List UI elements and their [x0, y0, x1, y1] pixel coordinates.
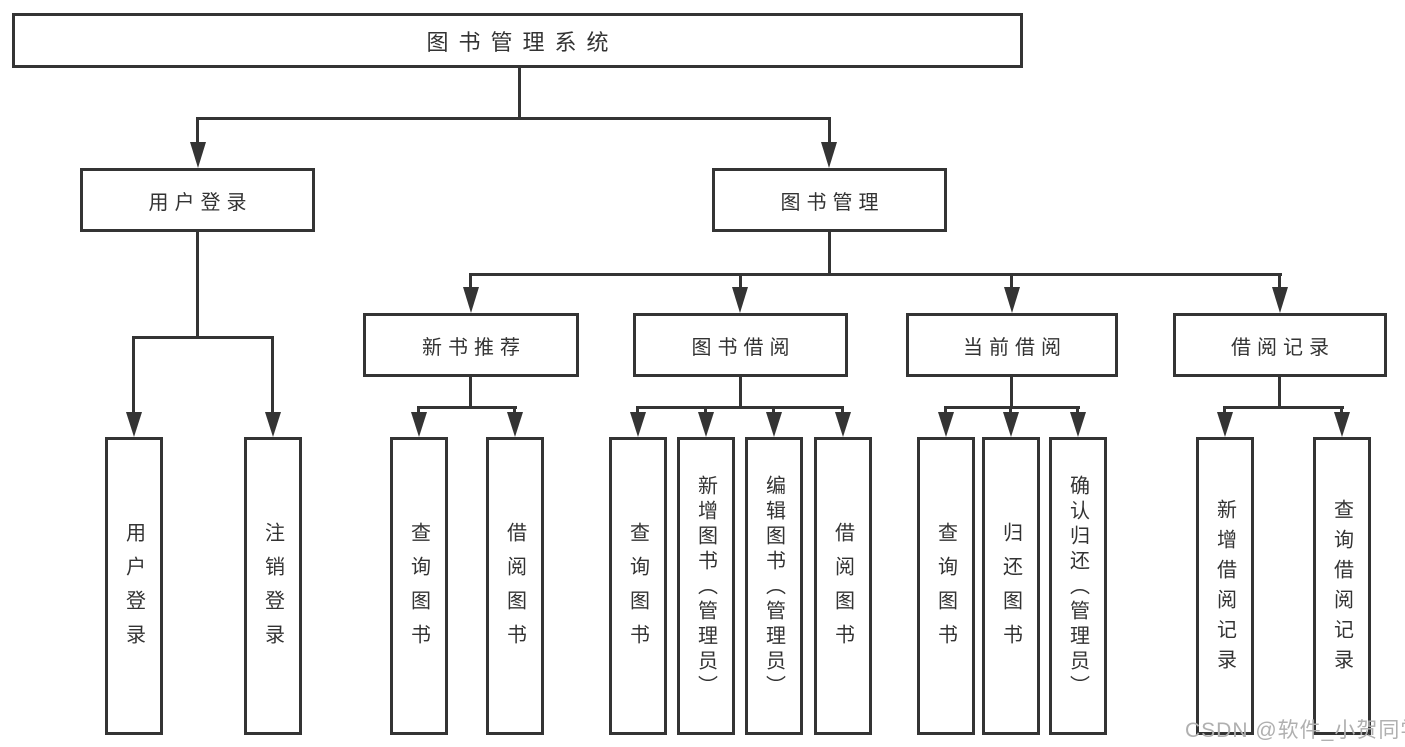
connector-user-login-stem: [196, 117, 199, 144]
connector-root-vline: [518, 68, 521, 117]
node-new-book-recommend: 新书推荐: [363, 313, 579, 377]
node-book-management: 图书管理: [712, 168, 947, 232]
arrowhead-leaf-c2-icon: [698, 412, 714, 437]
leaf-query-borrow-record-label: 查询借阅记录: [1330, 498, 1353, 679]
leaf-confirm-return-admin-label: 确认归还（管理员）: [1066, 474, 1089, 700]
connector-book-management-vline: [828, 232, 831, 273]
connector-leaf-user-login-stem: [132, 336, 135, 412]
node-current-borrowing-label: 当前借阅: [963, 336, 1067, 359]
connector-borrow-record-stem: [1278, 273, 1281, 289]
connector-book-management-stem: [828, 117, 831, 144]
arrowhead-book-borrow-icon: [732, 287, 748, 313]
leaf-logout-login-label: 注销登录: [261, 521, 284, 658]
node-root-label: 图书管理系统: [426, 29, 619, 55]
arrowhead-borrow-record-icon: [1272, 287, 1288, 313]
node-book-management-label: 图书管理: [780, 191, 885, 214]
csdn-watermark: CSDN @软件_小贺同学: [1185, 719, 1405, 742]
arrowhead-leaf-c4-icon: [835, 412, 851, 437]
arrowhead-leaf-d2-icon: [1003, 412, 1019, 437]
connector-leaf-c2-stem: [704, 406, 707, 414]
arrowhead-leaf-logout-icon: [265, 412, 281, 437]
connector-level2-hline: [196, 117, 831, 120]
connector-leaf-e2-stem: [1340, 406, 1343, 414]
connector-current-borrow-stem: [1010, 273, 1013, 289]
arrowhead-leaf-user-login-icon: [126, 412, 142, 437]
connector-leaf-d1-stem: [944, 406, 947, 414]
arrowhead-leaf-d1-icon: [938, 412, 954, 437]
leaf-logout-login: 注销登录: [244, 437, 302, 735]
arrowhead-leaf-e2-icon: [1334, 412, 1350, 437]
arrowhead-leaf-c3-icon: [766, 412, 782, 437]
connector-current-borrow-vline: [1010, 377, 1013, 406]
node-user-login: 用户登录: [80, 168, 315, 232]
leaf-borrow-books-recommend: 借阅图书: [486, 437, 544, 735]
leaf-add-borrow-record: 新增借阅记录: [1196, 437, 1254, 735]
connector-level3-hline: [469, 273, 1282, 276]
connector-new-book-split-hline: [417, 406, 517, 409]
node-new-book-recommend-label: 新书推荐: [422, 336, 526, 359]
leaf-return-books-label: 归还图书: [999, 521, 1022, 658]
leaf-query-books-current: 查询图书: [917, 437, 975, 735]
leaf-add-books-admin-label: 新增图书（管理员）: [694, 474, 717, 700]
connector-leaf-c4-stem: [841, 406, 844, 414]
node-current-borrowing: 当前借阅: [906, 313, 1118, 377]
node-book-borrowing: 图书借阅: [633, 313, 848, 377]
connector-leaf-c3-stem: [772, 406, 775, 414]
connector-leaf-b2-stem: [513, 406, 516, 414]
node-book-borrowing-label: 图书借阅: [691, 336, 796, 359]
arrowhead-user-login-icon: [190, 142, 206, 168]
leaf-user-login: 用户登录: [105, 437, 163, 735]
connector-borrow-record-split-hline: [1223, 406, 1344, 409]
connector-user-login-split-hline: [132, 336, 274, 339]
leaf-confirm-return-admin: 确认归还（管理员）: [1049, 437, 1107, 735]
connector-book-borrow-split-hline: [636, 406, 844, 409]
arrowhead-leaf-e1-icon: [1217, 412, 1233, 437]
connector-new-book-vline: [469, 377, 472, 406]
leaf-query-borrow-record: 查询借阅记录: [1313, 437, 1371, 735]
connector-user-login-vline: [196, 232, 199, 336]
leaf-query-books-borrowing-label: 查询图书: [626, 521, 649, 658]
connector-leaf-e1-stem: [1223, 406, 1226, 414]
leaf-query-books-recommend: 查询图书: [390, 437, 448, 735]
leaf-query-books-recommend-label: 查询图书: [407, 521, 430, 658]
connector-leaf-d3-stem: [1076, 406, 1079, 414]
connector-leaf-logout-stem: [271, 336, 274, 412]
leaf-query-books-borrowing: 查询图书: [609, 437, 667, 735]
connector-current-borrow-split-hline: [944, 406, 1080, 409]
node-borrowing-records-label: 借阅记录: [1231, 336, 1335, 359]
connector-book-borrow-vline: [739, 377, 742, 406]
node-borrowing-records: 借阅记录: [1173, 313, 1387, 377]
arrowhead-current-borrow-icon: [1004, 287, 1020, 313]
connector-leaf-b1-stem: [417, 406, 420, 414]
arrowhead-leaf-d3-icon: [1070, 412, 1086, 437]
leaf-add-borrow-record-label: 新增借阅记录: [1213, 498, 1236, 679]
leaf-borrow-books-borrowing: 借阅图书: [814, 437, 872, 735]
leaf-return-books: 归还图书: [982, 437, 1040, 735]
connector-book-borrow-stem: [739, 273, 742, 289]
arrowhead-leaf-b1-icon: [411, 412, 427, 437]
connector-leaf-d2-stem: [1009, 406, 1012, 414]
leaf-add-books-admin: 新增图书（管理员）: [677, 437, 735, 735]
leaf-borrow-books-recommend-label: 借阅图书: [503, 521, 526, 658]
node-user-login-label: 用户登录: [148, 191, 253, 214]
leaf-user-login-label: 用户登录: [122, 521, 145, 658]
node-root: 图书管理系统: [12, 13, 1023, 68]
leaf-edit-books-admin-label: 编辑图书（管理员）: [762, 474, 785, 700]
leaf-edit-books-admin: 编辑图书（管理员）: [745, 437, 803, 735]
leaf-borrow-books-borrowing-label: 借阅图书: [831, 521, 854, 658]
arrowhead-leaf-b2-icon: [507, 412, 523, 437]
leaf-query-books-current-label: 查询图书: [934, 521, 957, 658]
connector-new-book-stem: [469, 273, 472, 289]
connector-leaf-c1-stem: [636, 406, 639, 414]
arrowhead-new-book-icon: [463, 287, 479, 313]
arrowhead-leaf-c1-icon: [630, 412, 646, 437]
arrowhead-book-management-icon: [821, 142, 837, 168]
connector-borrow-record-vline: [1278, 377, 1281, 406]
